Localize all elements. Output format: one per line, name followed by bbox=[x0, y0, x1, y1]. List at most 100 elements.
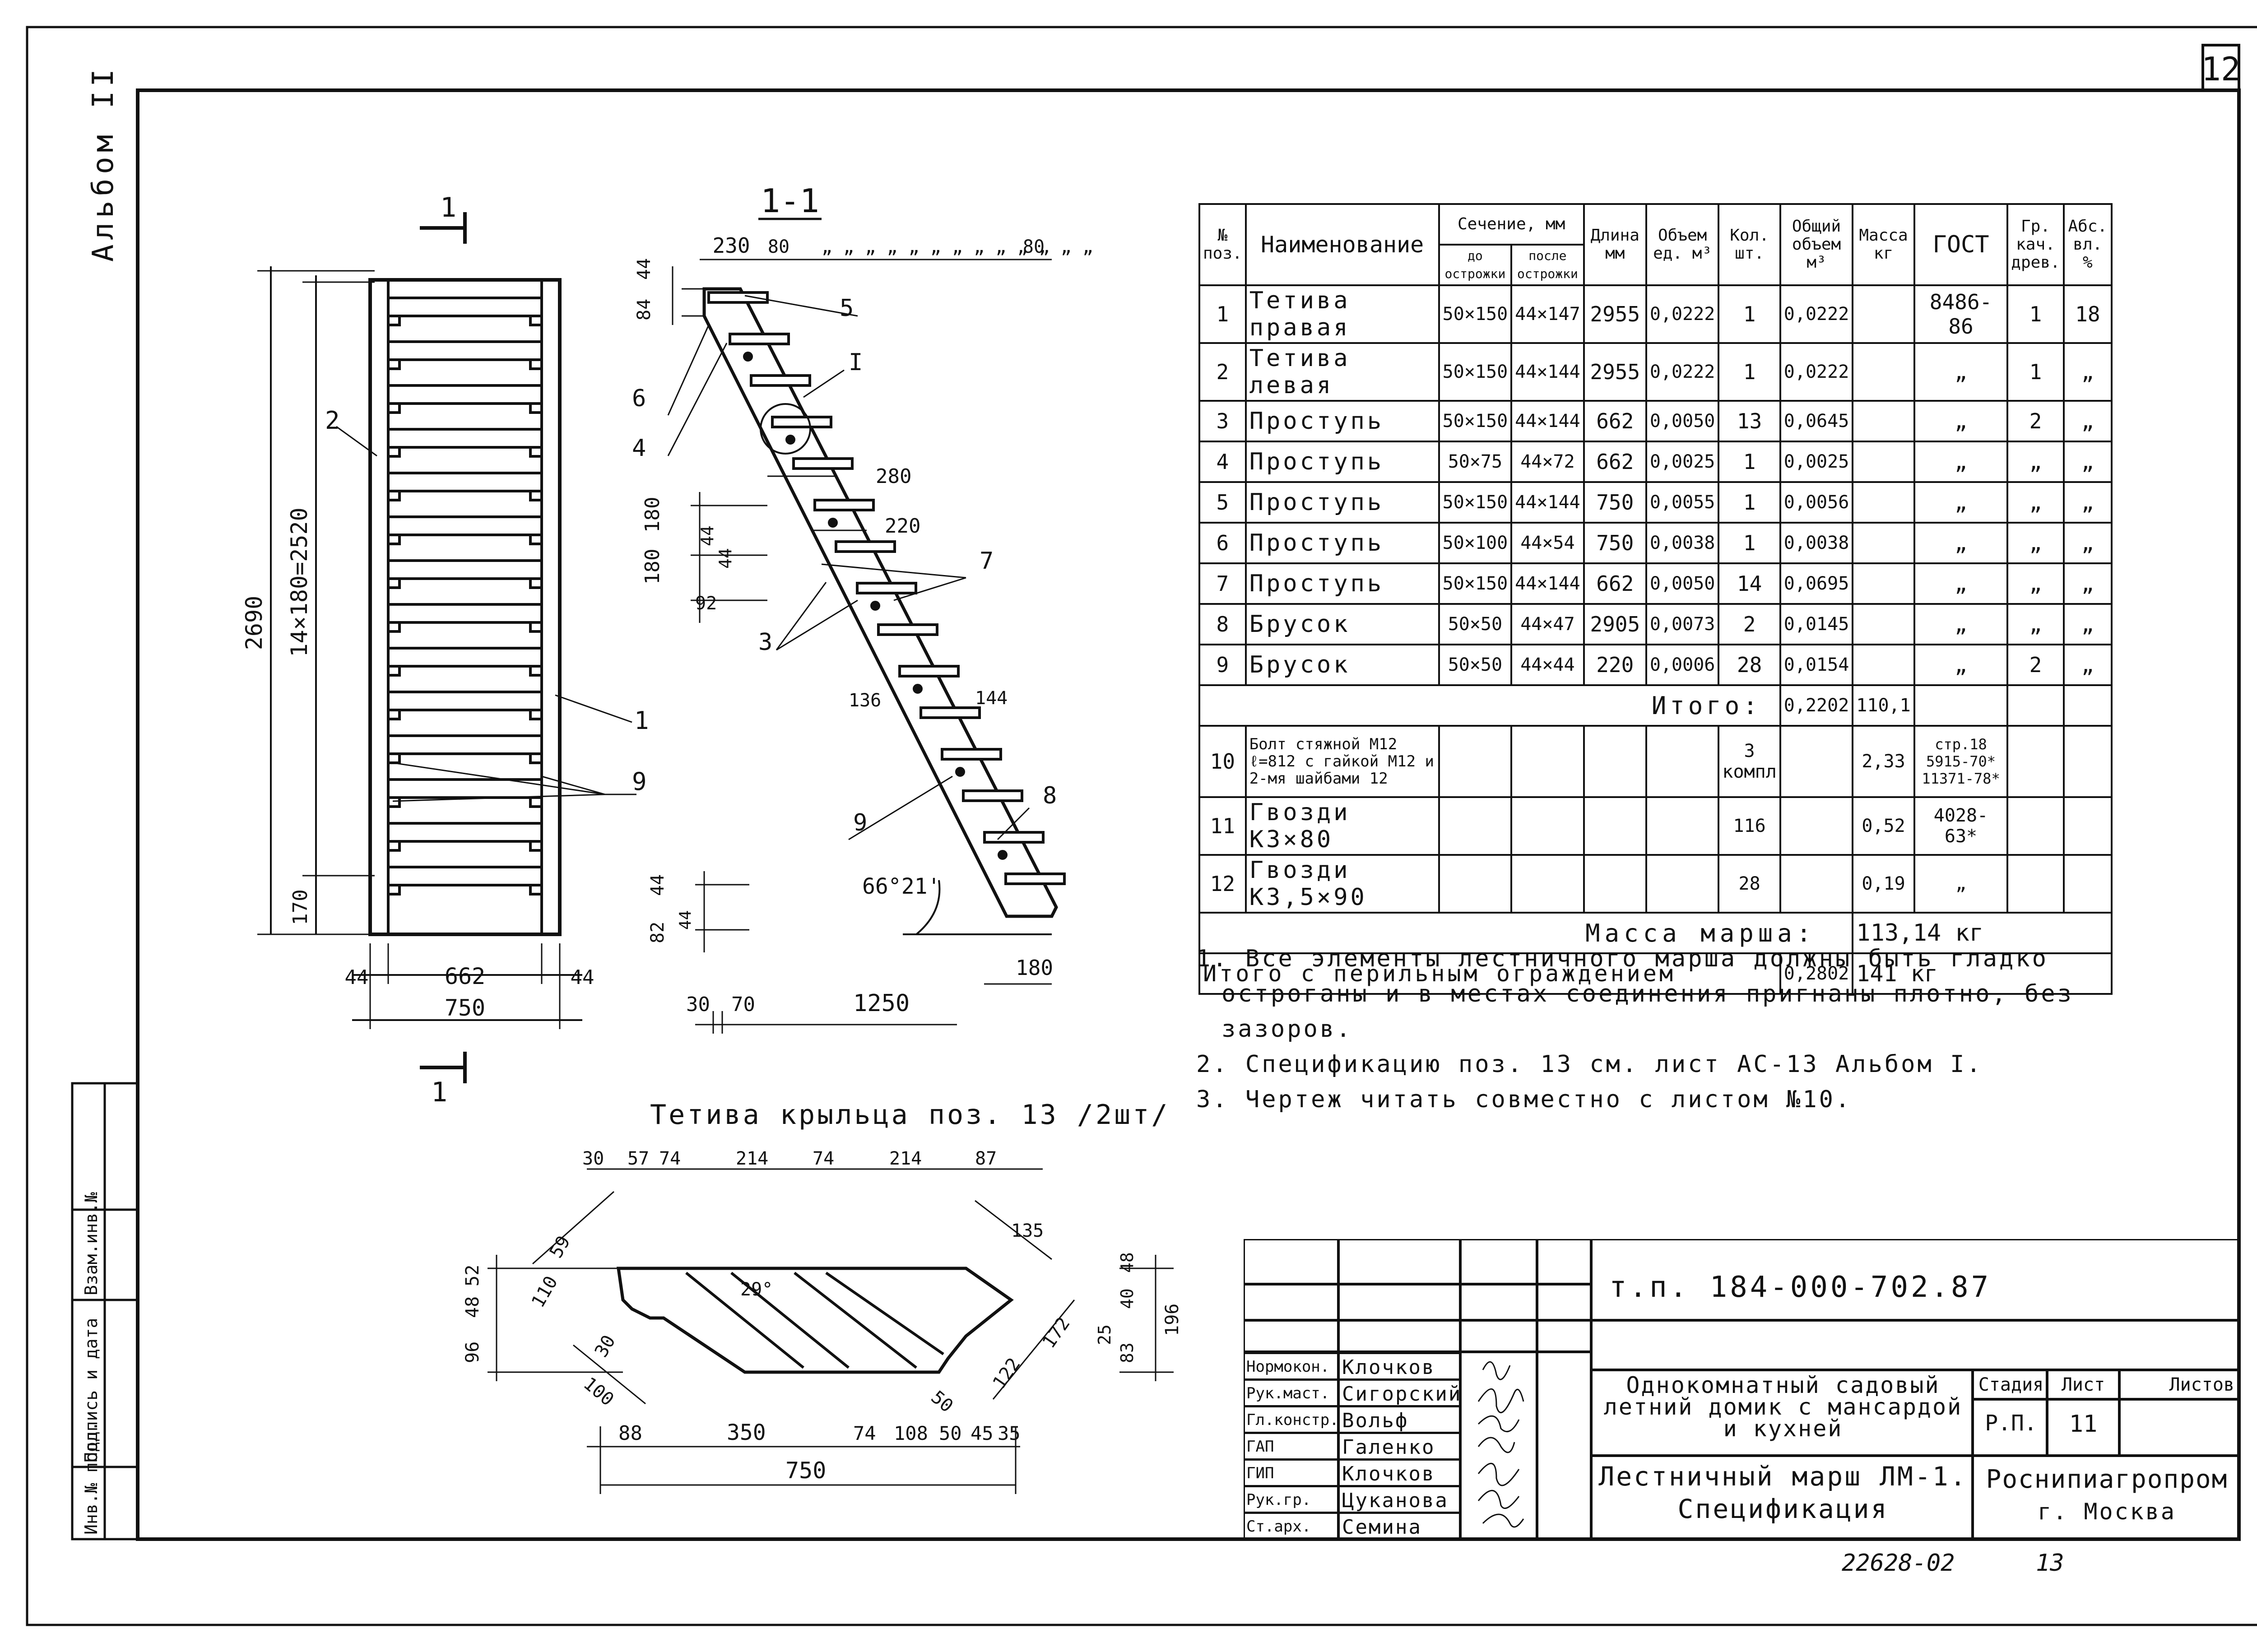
plan-block bbox=[529, 621, 543, 633]
note-2: 2. Спецификацию поз. 13 см. лист АС-13 А… bbox=[1196, 1051, 1983, 1078]
section-tread bbox=[750, 374, 811, 387]
section-bolt bbox=[828, 518, 838, 528]
spec-cell-pos: 2 bbox=[1198, 342, 1247, 402]
spec-cell-grade: 1 bbox=[2006, 342, 2065, 402]
spec-cell-moist: „ bbox=[2062, 481, 2113, 524]
plan-block bbox=[387, 358, 401, 370]
spec-subheader-row: до острожки после острожки bbox=[1199, 244, 2112, 286]
stair-section bbox=[667, 259, 1066, 1034]
plan-block bbox=[387, 490, 401, 501]
mark-4: 4 bbox=[632, 435, 646, 462]
mass-value: 113,14 кг bbox=[1852, 912, 2113, 954]
hdr-gost: ГОСТ bbox=[1913, 203, 2009, 286]
spec-cell-mass bbox=[1852, 400, 1915, 442]
plan-block bbox=[529, 709, 543, 720]
spec-cell-total: 0,0695 bbox=[1779, 562, 1854, 605]
mark-3: 3 bbox=[758, 629, 772, 656]
spec-cell-vol: 0,0025 bbox=[1645, 441, 1720, 483]
spec-cell-qty: 14 bbox=[1718, 562, 1781, 605]
dim-82: 82 bbox=[647, 922, 668, 943]
spec-cell-after: 44×44 bbox=[1510, 644, 1585, 686]
spec-cell-moist: „ bbox=[2062, 603, 2113, 645]
note-1b: остроганы и в местах соединения пригнаны… bbox=[1221, 980, 2074, 1007]
section-dim-texts: 230 80 80 „ „ „ „ „ „ „ „ „ „ „ „ „ 84 4… bbox=[632, 233, 1093, 1017]
sdim-30: 30 bbox=[582, 1148, 604, 1169]
sdim-b50: 50 bbox=[939, 1422, 962, 1444]
hdr-pos: № поз. bbox=[1198, 203, 1247, 286]
stamp-inv: Инв.№ подл. bbox=[81, 1421, 101, 1535]
spec-cell-after: 44×144 bbox=[1510, 342, 1585, 402]
dim-44d: 44 bbox=[647, 874, 668, 896]
stamp-sign: Подпись и дата bbox=[81, 1318, 101, 1462]
spec-cell-moist: „ bbox=[2062, 644, 2113, 686]
sdim-29: 29° bbox=[740, 1279, 773, 1300]
section-bolt bbox=[955, 767, 965, 777]
tb-role: Гл.констр. bbox=[1246, 1411, 1339, 1429]
sdim-b88: 88 bbox=[618, 1422, 642, 1445]
spec-mass-row: Масса марша: 113,14 кг bbox=[1198, 912, 2113, 954]
spec-cell-length: 662 bbox=[1583, 441, 1647, 483]
inner-frame bbox=[136, 88, 2241, 1541]
section-bolt bbox=[870, 601, 880, 611]
mark-7: 7 bbox=[980, 548, 994, 575]
section-bolt bbox=[785, 435, 795, 445]
side-stamp: Инв.№ подл. Подпись и дата Взам.инв.№ bbox=[71, 1082, 139, 1541]
spec-cell-pos: 6 bbox=[1198, 522, 1247, 564]
spec-cell-name: Проступь bbox=[1245, 441, 1440, 483]
sdim-30b: 30 bbox=[591, 1332, 620, 1361]
hdr-length: Длина мм bbox=[1583, 203, 1647, 286]
plan-block bbox=[529, 665, 543, 677]
plan-block bbox=[387, 315, 401, 326]
railing-vol: 0,2802 bbox=[1779, 952, 1854, 995]
tb-role: ГИП bbox=[1246, 1464, 1274, 1482]
spec-cell-after: 44×54 bbox=[1510, 522, 1585, 564]
total-label: Итого: bbox=[1198, 684, 1781, 727]
dim-80b: 80 bbox=[1023, 237, 1045, 257]
hdr-moist: Абс. вл. % bbox=[2062, 203, 2113, 286]
plan-block bbox=[387, 534, 401, 545]
spec-cell-vol: 0,0073 bbox=[1645, 603, 1720, 645]
spec-cell-mass bbox=[1852, 342, 1915, 402]
sdim-110: 110 bbox=[528, 1272, 562, 1311]
dim-84: 84 bbox=[634, 299, 655, 320]
tb-person-row: Нормокон.Клочков bbox=[1244, 1352, 1460, 1379]
spec-cell-moist: „ bbox=[2062, 342, 2113, 402]
spec-cell-grade: 2 bbox=[2006, 644, 2065, 686]
spec-table: № поз. Наименование Сечение, мм Длина мм… bbox=[1198, 203, 2113, 995]
spec-hw-qty: 3 компл bbox=[1718, 725, 1781, 798]
spec-cell-gost: „ bbox=[1913, 481, 2009, 524]
tb-name: Галенко bbox=[1342, 1436, 1435, 1459]
spec-cell-length: 750 bbox=[1583, 522, 1647, 564]
sdim-87: 87 bbox=[975, 1148, 997, 1169]
spec-cell-qty: 1 bbox=[1718, 522, 1781, 564]
spec-cell-mass bbox=[1852, 522, 1915, 564]
tb-stage: Р.П. bbox=[1985, 1411, 2037, 1436]
spec-hw-pos: 11 bbox=[1198, 796, 1247, 856]
spec-cell-length: 662 bbox=[1583, 400, 1647, 442]
tb-name: Цуканова bbox=[1342, 1489, 1449, 1512]
section-tread bbox=[1004, 872, 1066, 885]
section-tread bbox=[941, 748, 1002, 761]
spec-cell-total: 0,0056 bbox=[1779, 481, 1854, 524]
hdr-qty: Кол. шт. bbox=[1718, 203, 1781, 286]
section-bolt bbox=[998, 850, 1008, 860]
plan-block bbox=[387, 402, 401, 414]
spec-cell-name: Брусок bbox=[1245, 603, 1440, 645]
tb-code: т.п. 184-000-702.87 bbox=[1609, 1271, 1992, 1304]
spec-cell-before: 50×75 bbox=[1438, 441, 1513, 483]
dim-180b: 180 bbox=[641, 497, 664, 533]
signatures bbox=[1477, 1361, 1524, 1528]
spec-cell-name: Проступь bbox=[1245, 400, 1440, 442]
plan-step bbox=[387, 428, 543, 449]
spec-cell-grade: „ bbox=[2006, 603, 2065, 645]
hdr-name: Наименование bbox=[1245, 203, 1440, 286]
spec-cell-length: 220 bbox=[1583, 644, 1647, 686]
spec-cell-before: 50×150 bbox=[1438, 562, 1513, 605]
section-label: 1-1 bbox=[761, 182, 819, 220]
hdr-grade: Гр. кач. древ. bbox=[2006, 203, 2065, 286]
